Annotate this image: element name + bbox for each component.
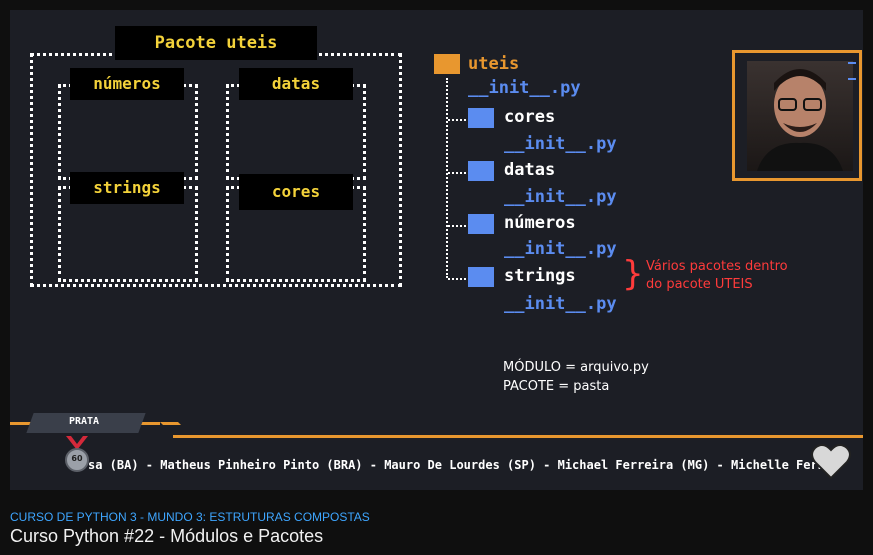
presenter-icon [757, 69, 843, 171]
module-label-numeros: números [70, 68, 184, 100]
tree-item-name: strings [504, 266, 576, 286]
tree-item-name: datas [504, 160, 556, 180]
brace-icon: } [622, 254, 644, 294]
folder-icon [468, 214, 494, 234]
module-label-cores: cores [239, 174, 353, 210]
bar-line [173, 435, 863, 438]
package-definition: PACOTE = pasta [503, 379, 610, 394]
video-title: Curso Python #22 - Módulos e Pacotes [10, 526, 324, 546]
tree-root-name: uteis [468, 54, 520, 74]
course-link[interactable]: CURSO DE PYTHON 3 - MUNDO 3: ESTRUTURAS … [10, 510, 370, 524]
supporters-ticker: sa (BA) - Matheus Pinheiro Pinto (BRA) -… [10, 453, 863, 477]
module-definition: MÓDULO = arquivo.py [503, 360, 649, 375]
folder-icon [468, 108, 494, 128]
tree-item-init: __init__.py [504, 239, 617, 259]
module-label-datas: datas [239, 68, 353, 100]
folder-icon [468, 267, 494, 287]
tree-item-init: __init__.py [504, 294, 617, 314]
tree-item-name: cores [504, 107, 556, 127]
medal-icon [64, 436, 90, 472]
note-line: Vários pacotes dentro [646, 259, 788, 274]
tree-root-init: __init__.py [468, 78, 581, 98]
ticker-text: sa (BA) - Matheus Pinheiro Pinto (BRA) -… [88, 458, 833, 472]
presenter-avatar [747, 61, 853, 171]
package-label: Pacote uteis [115, 26, 317, 60]
tree-item-name: números [504, 213, 576, 233]
tree-connector [448, 225, 474, 227]
heart-icon [811, 442, 851, 480]
folder-icon [468, 161, 494, 181]
tree-connector [446, 78, 448, 278]
note-line: do pacote UTEIS [646, 277, 753, 292]
webcam-frame [732, 50, 862, 181]
rank-label: PRATA [68, 416, 100, 427]
tree-item-init: __init__.py [504, 187, 617, 207]
video-frame[interactable]: Pacote uteis números datas strings cores… [10, 10, 863, 490]
tree-item-init: __init__.py [504, 134, 617, 154]
module-label-strings: strings [70, 172, 184, 204]
tree-connector [448, 119, 474, 121]
tree-connector [448, 172, 474, 174]
medal-value: 60 [71, 454, 83, 463]
folder-icon [434, 54, 460, 74]
decor-dashes [848, 62, 856, 80]
tree-connector [448, 278, 474, 280]
